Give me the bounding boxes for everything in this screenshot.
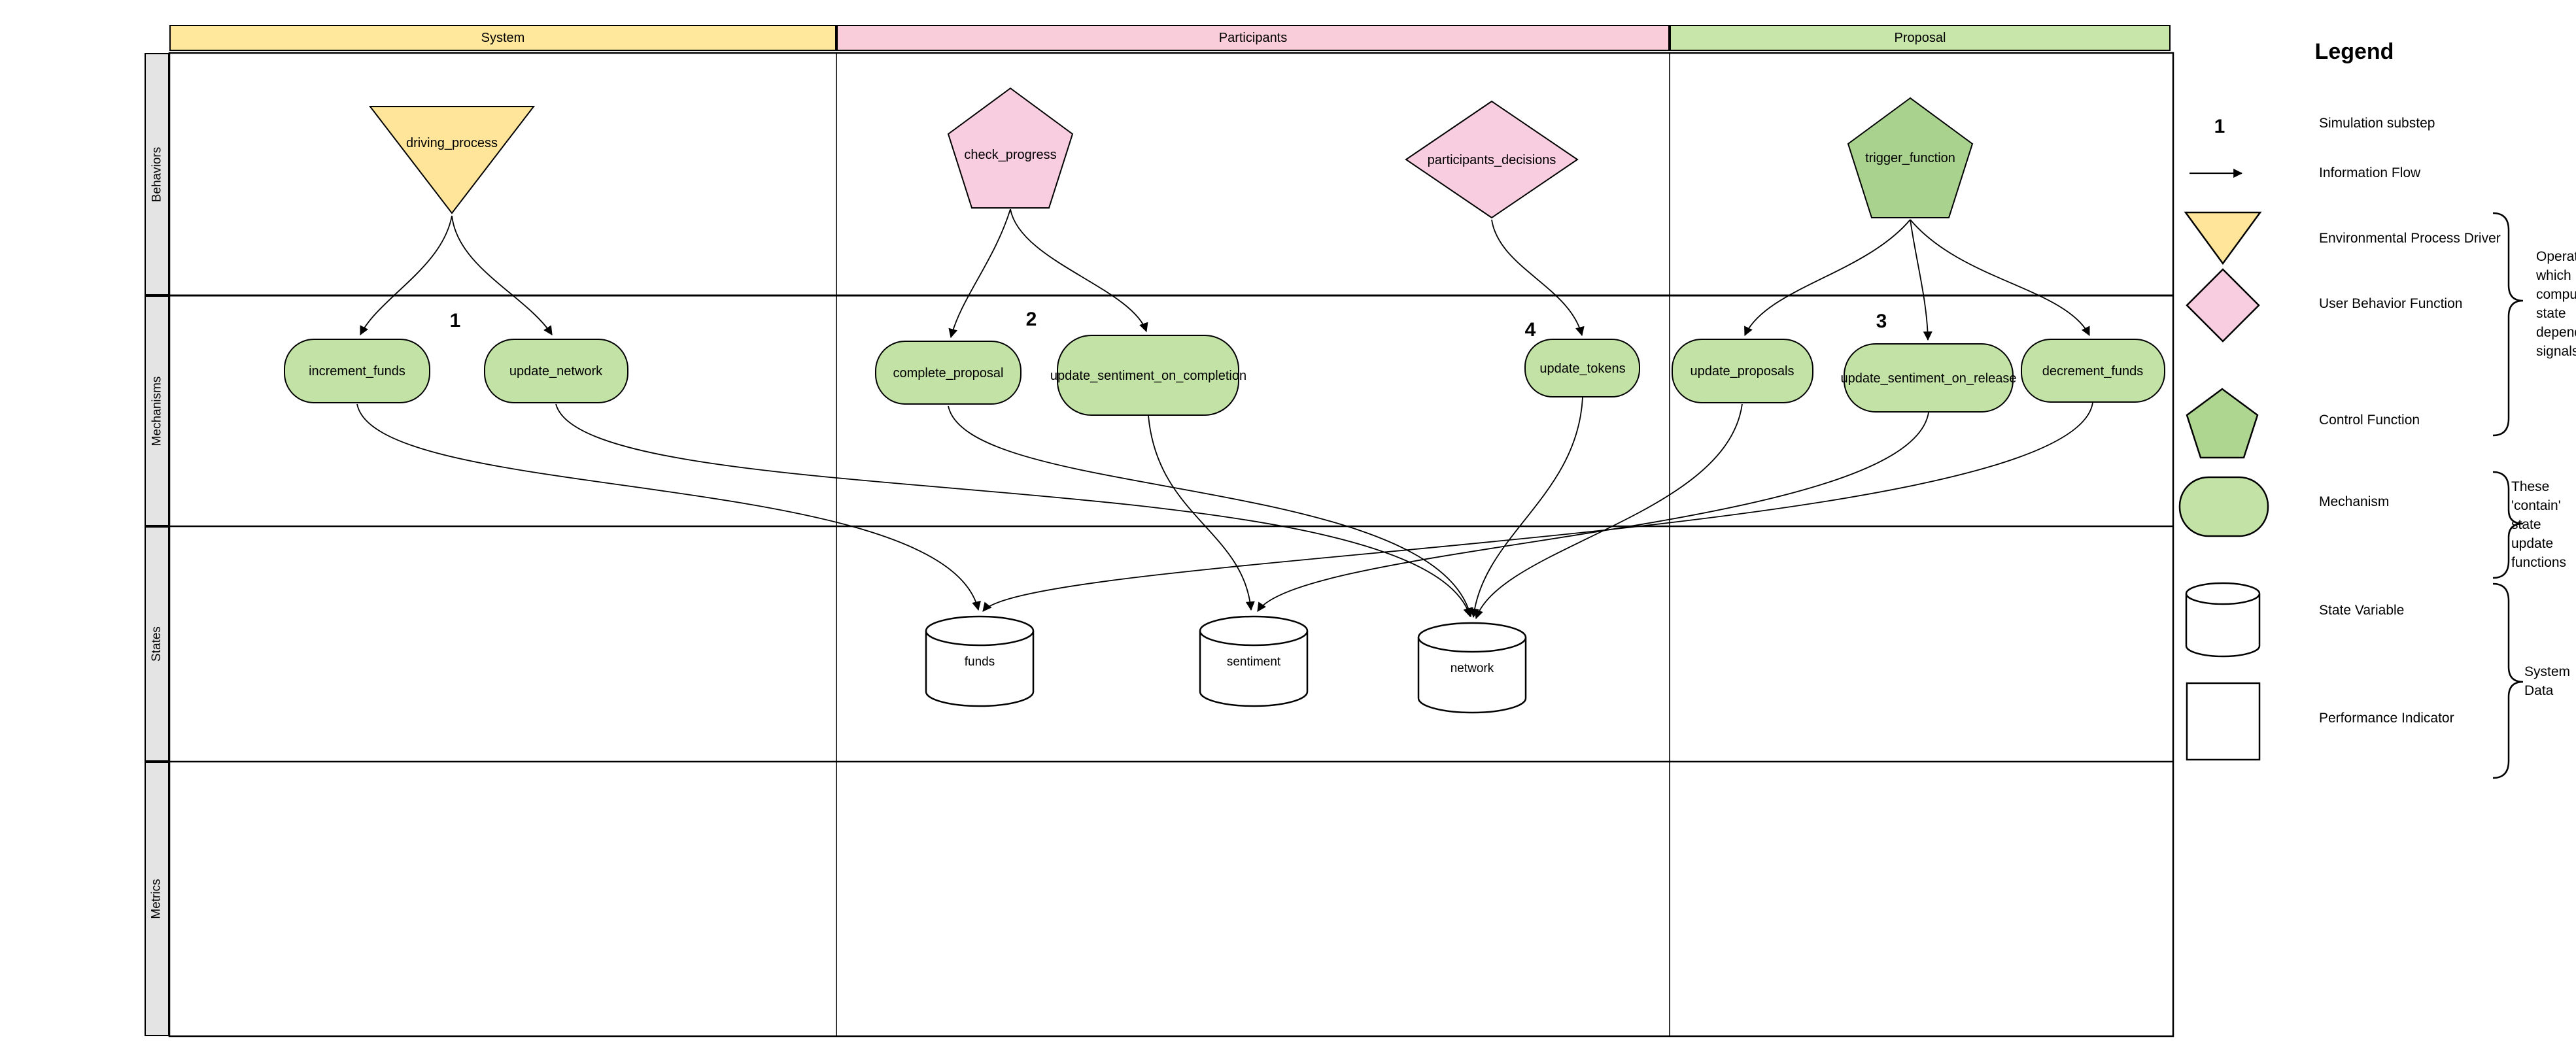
diamond-icon xyxy=(2186,268,2260,343)
node-label: update_network xyxy=(509,364,603,379)
node-driving-process[interactable] xyxy=(368,106,536,214)
triangle-down-icon xyxy=(2184,211,2262,265)
legend-item-control-function: Control Function xyxy=(2319,413,2420,428)
edge-increment_funds-funds xyxy=(356,403,981,611)
node-label: sentiment xyxy=(1227,655,1281,669)
node-update-proposals[interactable] xyxy=(1672,339,1813,403)
node-sentiment[interactable] xyxy=(1199,615,1309,707)
legend-braces xyxy=(2492,212,2524,779)
legend-item-state-variable: State Variable xyxy=(2319,603,2405,618)
node-label: network xyxy=(1451,662,1494,675)
node-label: trigger_function xyxy=(1865,151,1955,165)
edge-decrement_funds-funds xyxy=(982,402,2093,612)
column-header-participants[interactable]: Participants xyxy=(836,25,1670,51)
edge-check_progress-complete_proposal xyxy=(948,209,1011,339)
node-label: increment_funds xyxy=(309,364,405,379)
edge-driving_process-update_network xyxy=(451,215,553,335)
node-label: update_sentiment_on_completion xyxy=(1050,369,1246,383)
column-header-label: Participants xyxy=(1218,30,1288,45)
cylinder-icon xyxy=(2185,582,2261,658)
pill-icon xyxy=(2178,476,2269,537)
node-label: driving_process xyxy=(406,136,498,150)
edge-check_progress-update_sentiment_on_completion xyxy=(1010,209,1148,333)
edge-complete_proposal-network xyxy=(948,405,1473,618)
edge-driving_process-increment_funds xyxy=(360,215,453,336)
substep-number: 4 xyxy=(1525,319,1536,341)
node-update-network[interactable] xyxy=(484,339,628,403)
square-icon xyxy=(2186,682,2261,761)
substep-number: 3 xyxy=(1876,311,1887,332)
legend-annotation-operators: Operators which compute state dependent … xyxy=(2536,249,2576,359)
node-label: decrement_funds xyxy=(2042,364,2144,379)
legend-item-performance-indicator: Performance Indicator xyxy=(2319,711,2454,726)
legend-annotation-state-update: These 'contain' state update functions xyxy=(2511,479,2567,570)
legend-item-simulation-substep: Simulation substep xyxy=(2319,116,2435,131)
substep-number-icon: 1 xyxy=(2214,116,2225,137)
edge-update_proposals-network xyxy=(1474,403,1743,620)
information-flow-edges xyxy=(356,209,2093,620)
legend-title: Legend xyxy=(2314,39,2394,64)
legend-annotation-system-data: System Data xyxy=(2524,664,2571,698)
node-label: check_progress xyxy=(964,148,1056,162)
node-check-progress[interactable] xyxy=(947,87,1074,209)
legend-item-mechanism: Mechanism xyxy=(2319,494,2390,509)
edge-update_network-network xyxy=(555,403,1472,618)
node-decrement-funds[interactable] xyxy=(2021,339,2165,403)
edge-participants_decisions-update_tokens xyxy=(1491,219,1585,337)
edge-update_sentiment_on_completion-sentiment xyxy=(1148,415,1255,611)
node-update-sentiment-on-completion[interactable] xyxy=(1057,335,1239,416)
state-nodes xyxy=(925,615,1527,714)
legend-item-user-behavior-function: User Behavior Function xyxy=(2319,296,2463,311)
lane-label-mechanisms[interactable]: Mechanisms xyxy=(145,295,169,526)
node-network[interactable] xyxy=(1417,622,1527,714)
column-header-system[interactable]: System xyxy=(169,25,836,51)
substep-number: 2 xyxy=(1026,309,1037,330)
brace-operators xyxy=(2492,212,2524,437)
edge-update_tokens-network xyxy=(1469,397,1583,618)
node-label: update_sentiment_on_release xyxy=(1840,371,2016,386)
edge-trigger_function-update_proposals xyxy=(1744,219,1911,337)
node-label: funds xyxy=(965,655,995,669)
brace-mechanism xyxy=(2492,471,2524,579)
node-update-tokens[interactable] xyxy=(1524,339,1640,397)
node-trigger-function[interactable] xyxy=(1847,97,1974,218)
legend-icons: 1 xyxy=(2178,116,2269,761)
edge-trigger_function-update_sentiment_on_release xyxy=(1910,219,1932,341)
column-header-label: System xyxy=(481,30,525,45)
column-header-proposal[interactable]: Proposal xyxy=(1670,25,2171,51)
legend-item-environmental-process-driver: Environmental Process Driver xyxy=(2319,231,2501,246)
substep-number: 1 xyxy=(450,310,461,331)
node-update-sentiment-on-release[interactable] xyxy=(1844,343,2014,413)
mechanism-nodes xyxy=(284,335,2165,416)
node-label: update_proposals xyxy=(1690,364,1794,379)
edge-update_sentiment_on_release-sentiment xyxy=(1257,412,1929,612)
behavior-nodes xyxy=(368,87,1974,219)
pentagon-icon xyxy=(2186,388,2259,459)
node-label: complete_proposal xyxy=(893,366,1004,380)
node-participants-decisions[interactable] xyxy=(1405,100,1579,219)
node-funds[interactable] xyxy=(925,615,1035,707)
node-label: update_tokens xyxy=(1539,362,1625,376)
node-complete-proposal[interactable] xyxy=(875,341,1022,405)
legend-item-information-flow: Information Flow xyxy=(2319,165,2421,180)
swimlane-grid xyxy=(168,52,2174,1038)
node-increment-funds[interactable] xyxy=(284,339,430,403)
canvas-border xyxy=(168,52,2174,1038)
column-header-label: Proposal xyxy=(1894,30,1946,45)
node-label: participants_decisions xyxy=(1428,153,1556,167)
brace-system-data xyxy=(2492,582,2524,779)
edge-trigger_function-decrement_funds xyxy=(1910,219,2090,337)
